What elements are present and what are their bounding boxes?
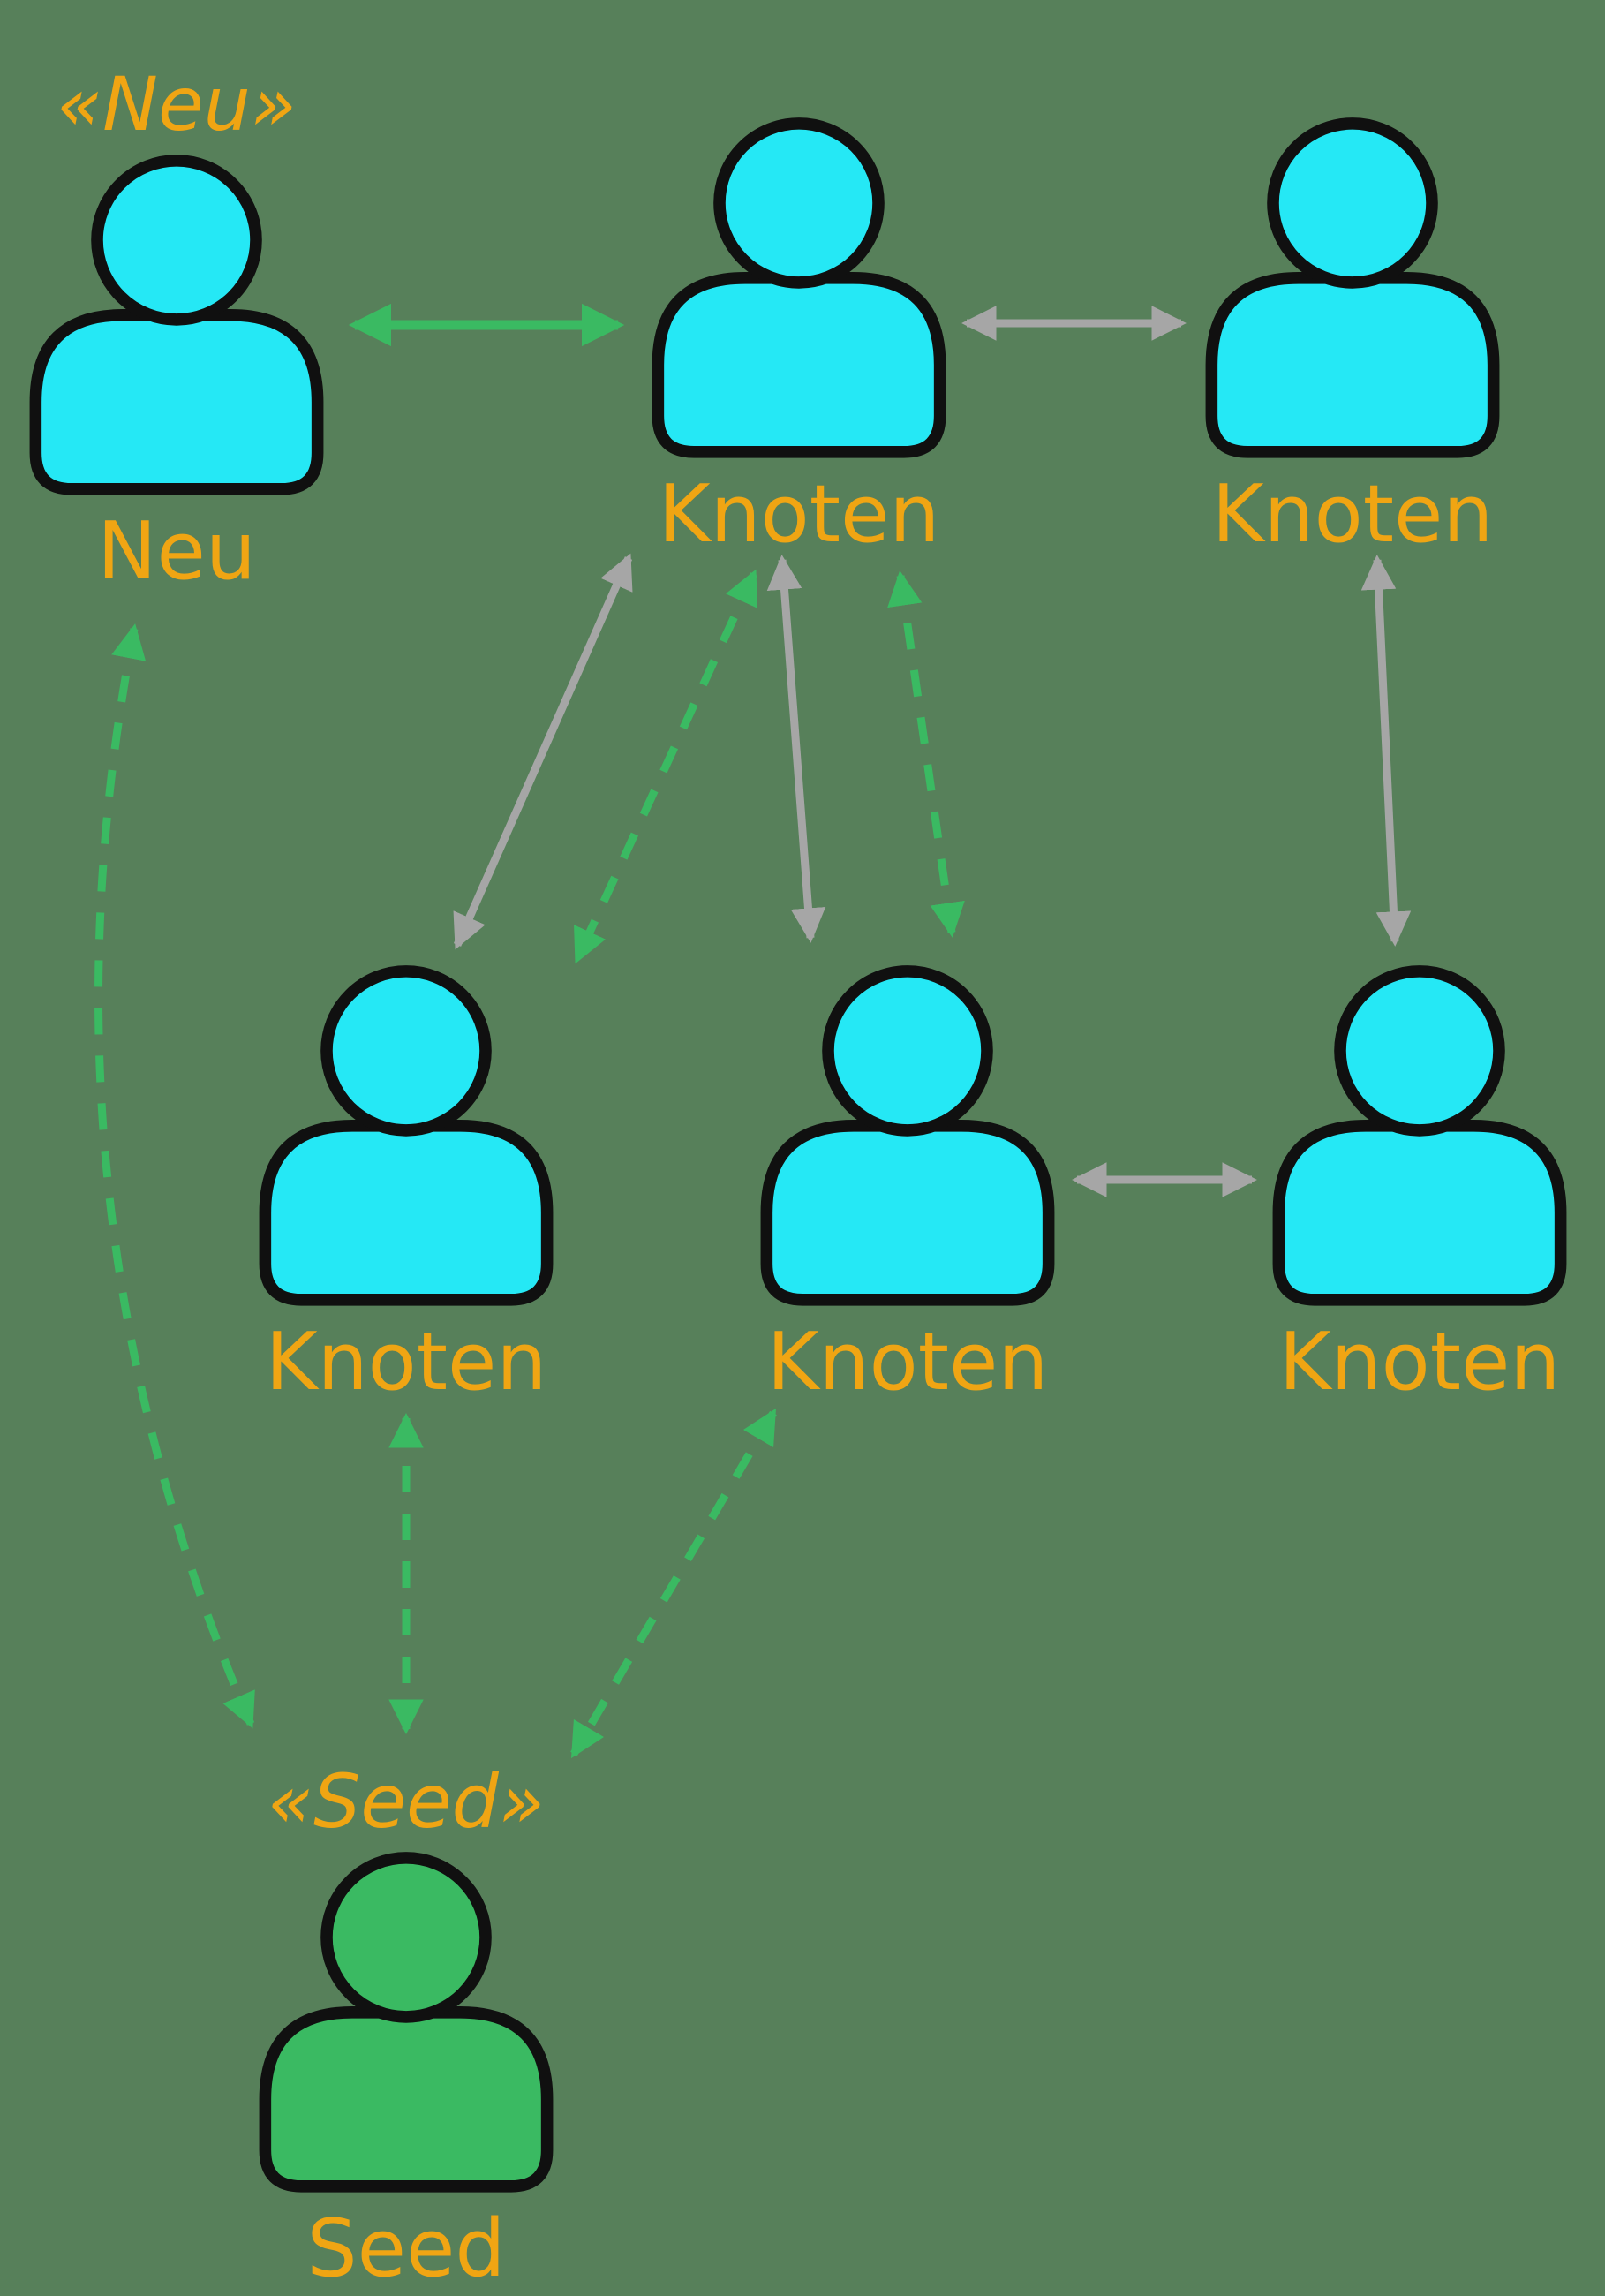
person-body [259, 2006, 554, 2193]
person-body [1272, 1120, 1567, 1306]
person-icon [259, 1852, 554, 2193]
node-seed: «Seed» Seed [256, 1756, 556, 2292]
node-knoten-mid-center: Knoten [757, 961, 1058, 1405]
person-head [1267, 117, 1438, 289]
edge-knoten-top-center-mid-center [766, 555, 826, 943]
person-body [29, 309, 324, 495]
person-body [1205, 272, 1500, 458]
node-label-knoten-mid-center: Knoten [766, 1316, 1049, 1409]
person-head [320, 1852, 492, 2023]
edge-dashed-knoten-top-center-mid-center [887, 570, 965, 938]
person-icon [1205, 117, 1500, 458]
person-head [91, 155, 262, 326]
node-label-knoten-mid-left: Knoten [265, 1316, 547, 1409]
stereotype-neu: «Neu» [57, 61, 297, 147]
person-icon [259, 965, 554, 1306]
node-knoten-top-center: Knoten [649, 113, 949, 557]
person-head [713, 117, 885, 289]
person-body [652, 272, 946, 458]
node-knoten-mid-left: Knoten [256, 961, 556, 1405]
node-neu: «Neu» Neu [26, 58, 327, 594]
person-icon [29, 155, 324, 495]
edge-dashed-knoten-top-center-mid-left [573, 569, 758, 964]
node-label-seed: Seed [306, 2202, 506, 2295]
node-label-knoten-mid-right: Knoten [1278, 1316, 1561, 1409]
node-label-knoten-top-right: Knoten [1211, 468, 1494, 561]
person-head [320, 965, 492, 1137]
node-knoten-top-right: Knoten [1202, 113, 1503, 557]
person-head [822, 965, 993, 1137]
stereotype-seed: «Seed» [268, 1758, 545, 1845]
person-head [1334, 965, 1505, 1137]
node-knoten-mid-right: Knoten [1270, 961, 1570, 1405]
edge-knoten-top-center-mid-left [453, 553, 633, 950]
node-label-neu: Neu [97, 505, 256, 598]
node-label-knoten-top-center: Knoten [658, 468, 940, 561]
person-icon [1272, 965, 1567, 1306]
edge-dashed-seed-neu [94, 623, 255, 1729]
edge-knoten-top-right-mid-right [1360, 555, 1412, 947]
edge-dashed-seed-knoten-mid-center [570, 1408, 777, 1759]
person-icon [652, 117, 946, 458]
person-icon [760, 965, 1055, 1306]
person-body [259, 1120, 554, 1306]
person-body [760, 1120, 1055, 1306]
